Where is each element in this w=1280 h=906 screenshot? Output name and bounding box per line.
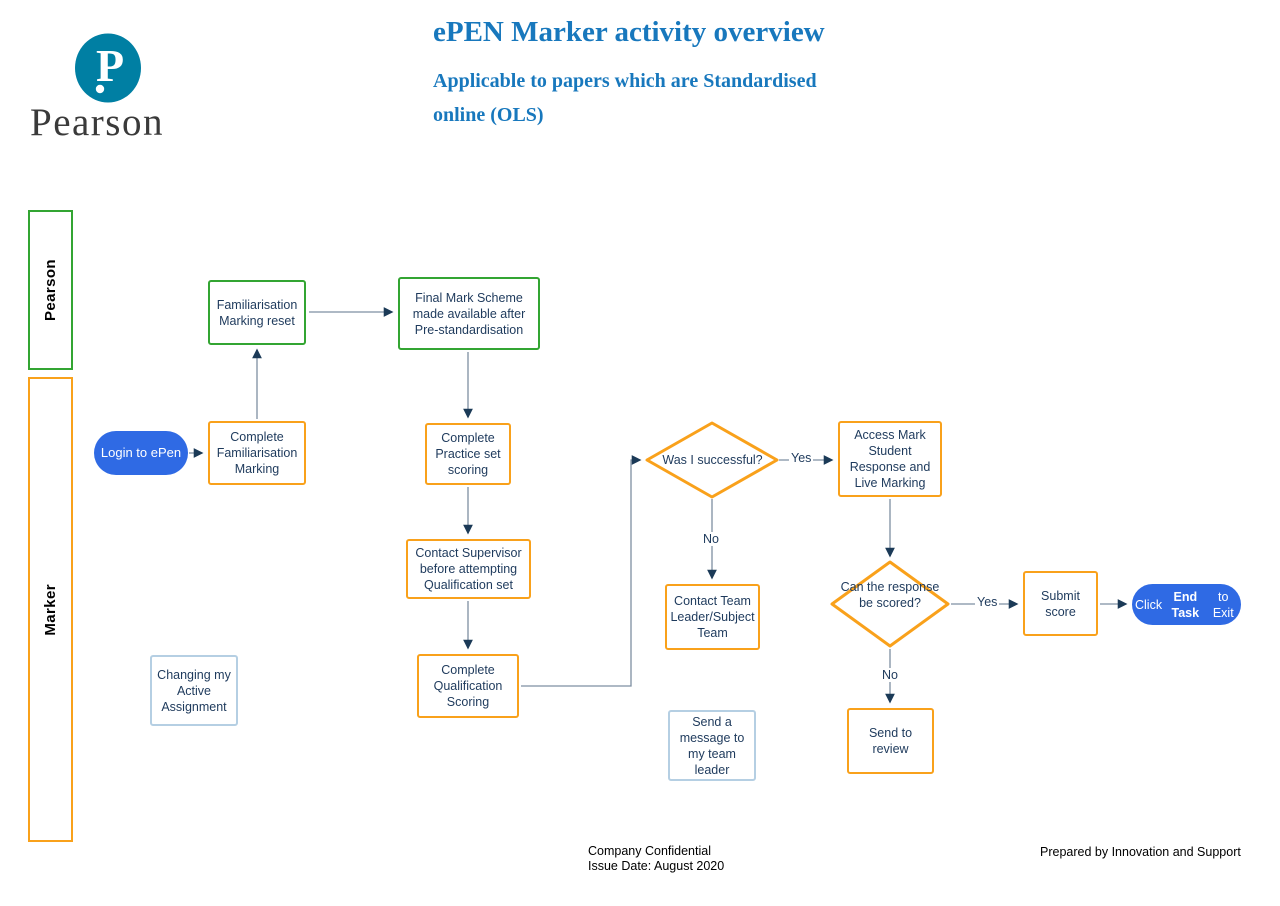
node-send-to-review: Send to review (847, 708, 934, 774)
node-contact-team-leader: Contact Team Leader/Subject Team (665, 584, 760, 650)
footer-issue-date: Issue Date: August 2020 (588, 858, 725, 873)
end-task-prefix: Click (1135, 597, 1163, 612)
node-click-end-task-to-exit: Click End Task to Exit (1132, 584, 1241, 625)
logo-dot (95, 84, 105, 94)
node-submit-score: Submit score (1023, 571, 1098, 636)
node-access-mark-student-response: Access Mark Student Response and Live Ma… (838, 421, 942, 497)
decision-can-be-scored-label: Can the response be scored? (840, 580, 940, 610)
label-yes-successful: Yes (789, 451, 814, 465)
swimlane-marker: Marker (28, 377, 73, 842)
pearson-logo-icon: P (75, 33, 141, 103)
label-yes-scored: Yes (975, 595, 1000, 609)
pearson-wordmark: Pearson (30, 101, 164, 144)
swimlane-pearson: Pearson (28, 210, 73, 370)
footer-confidential: Company Confidential (588, 844, 711, 858)
node-contact-supervisor: Contact Supervisor before attempting Qua… (406, 539, 531, 599)
footer-confidential-block: Company Confidential Issue Date: August … (588, 844, 724, 873)
arrow-qualification-to-decision1 (521, 455, 642, 687)
footer-prepared-by: Prepared by Innovation and Support (1040, 845, 1241, 859)
node-send-message-team-leader: Send a message to my team leader (668, 710, 756, 781)
label-no-successful: No (701, 532, 721, 546)
end-task-bold: End Task (1171, 589, 1200, 620)
page-subtitle-line1: Applicable to papers which are Standardi… (433, 70, 817, 92)
label-no-scored: No (880, 668, 900, 682)
logo-p-glyph: P (96, 40, 124, 91)
node-complete-familiarisation-marking: Complete Familiarisation Marking (208, 421, 306, 485)
end-task-suffix: to Exit (1212, 589, 1234, 620)
node-complete-qualification-scoring: Complete Qualification Scoring (417, 654, 519, 718)
node-final-mark-scheme: Final Mark Scheme made available after P… (398, 277, 540, 350)
node-login-to-epen: Login to ePen (94, 431, 188, 475)
decision-can-be-scored-shape (830, 560, 950, 648)
page-subtitle-line2: online (OLS) (433, 104, 544, 126)
node-familiarisation-marking-reset: Familiarisation Marking reset (208, 280, 306, 345)
decision-was-successful-label: Was I successful? (662, 453, 763, 467)
node-complete-practice-set-scoring: Complete Practice set scoring (425, 423, 511, 485)
node-changing-active-assignment: Changing my Active Assignment (150, 655, 238, 726)
page-subtitle: Applicable to papers which are Standardi… (433, 64, 817, 132)
decision-was-successful-shape (645, 421, 779, 499)
page-title: ePEN Marker activity overview (433, 16, 825, 48)
